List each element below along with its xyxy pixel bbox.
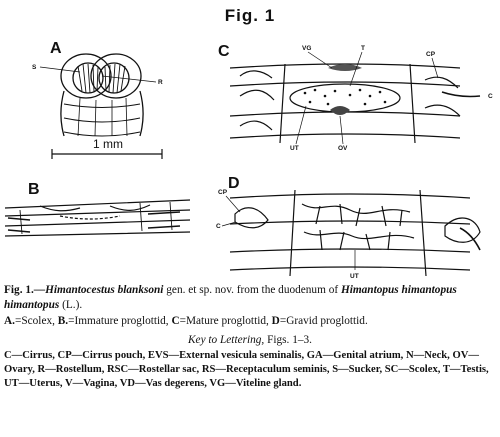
- caption-tail: (L.).: [59, 298, 83, 311]
- scale-bar-label: 1 mm: [93, 137, 123, 151]
- scolex-sucker-left: [60, 53, 112, 99]
- key-to-lettering: C—Cirrus, CP—Cirrus pouch, EVS—External …: [4, 350, 489, 389]
- scolex-sucker-right: [90, 53, 142, 99]
- caption-species: —Himantocestus blanksoni: [33, 284, 164, 296]
- panel-c-mature-proglottid: C VG T CP C UT OV: [218, 43, 493, 152]
- label-t: T: [361, 45, 365, 52]
- label-ov: OV: [338, 145, 348, 152]
- uterus-branches: [301, 203, 411, 214]
- scale-bar: 1 mm: [51, 137, 163, 159]
- caption-main: Fig. 1.—Himantocestus blanksoni gen. et …: [4, 283, 496, 312]
- caption-fig-label: Fig. 1.: [4, 284, 34, 296]
- label-vg: VG: [302, 45, 311, 52]
- proglottid-segment-lines: [279, 63, 416, 144]
- part-text-c: =Mature proglottid,: [179, 315, 272, 327]
- ovary-ov: [330, 106, 350, 115]
- part-key-a: A.: [4, 315, 15, 327]
- panel-c-label: C: [218, 43, 230, 60]
- label-ut: UT: [290, 145, 299, 152]
- panel-a-label: A: [50, 40, 62, 57]
- part-text-d: =Gravid proglottid.: [279, 315, 368, 327]
- label-cp-d: CP: [218, 189, 228, 196]
- label-s: S: [32, 64, 37, 71]
- sucker-inner-left: [72, 62, 104, 94]
- key-heading-title: Key to Lettering,: [188, 333, 265, 346]
- figure-title: Fig. 1: [224, 6, 276, 25]
- caption-rest: gen. et sp. nov. from the duodenum of: [163, 284, 341, 296]
- panel-d-label: D: [228, 175, 240, 192]
- panel-b-label: B: [28, 181, 40, 198]
- scolex-neck-outline: [60, 90, 144, 137]
- caption-parts: A.=Scolex, B.=Immature proglottid, C=Mat…: [4, 314, 496, 329]
- panel-a-scolex: A S R 1 mm: [32, 40, 163, 159]
- cirrus-pouch-cp: [234, 207, 269, 229]
- proglottid-outline: [4, 199, 191, 237]
- proglottid-segment-lines: [289, 189, 427, 277]
- cirrus-c: [441, 91, 481, 98]
- key-heading-figs: Figs. 1–3.: [264, 333, 312, 346]
- caption-host: Himantopus himantopus himantopus: [4, 284, 457, 311]
- cirrus-pouch-right: [444, 217, 481, 243]
- part-text-a: =Scolex,: [14, 315, 58, 327]
- part-text-b: =Immature proglottid,: [68, 315, 172, 327]
- label-c: C: [488, 93, 493, 100]
- panel-d-gravid-proglottid: D CP C UT: [216, 175, 481, 280]
- label-c-d: C: [216, 223, 221, 230]
- proglottid-walls: [229, 63, 461, 139]
- key-heading: Key to Lettering, Figs. 1–3.: [4, 333, 496, 348]
- label-r: R: [158, 79, 163, 86]
- label-ut-d: UT: [350, 273, 359, 280]
- panel-b-immature-proglottid: B: [4, 181, 191, 237]
- sucker-inner-right: [98, 62, 130, 94]
- cirrus-right: [459, 227, 481, 251]
- uterus-lower: [303, 231, 415, 240]
- figure-caption: Fig. 1.—Himantocestus blanksoni gen. et …: [4, 283, 496, 390]
- vitelline-gland-vg: [328, 64, 362, 71]
- part-key-c: C: [171, 315, 180, 327]
- label-cp: CP: [426, 51, 436, 58]
- part-key-d: D: [271, 315, 280, 327]
- part-key-b: B.: [57, 315, 69, 327]
- proglottid-walls: [229, 193, 471, 271]
